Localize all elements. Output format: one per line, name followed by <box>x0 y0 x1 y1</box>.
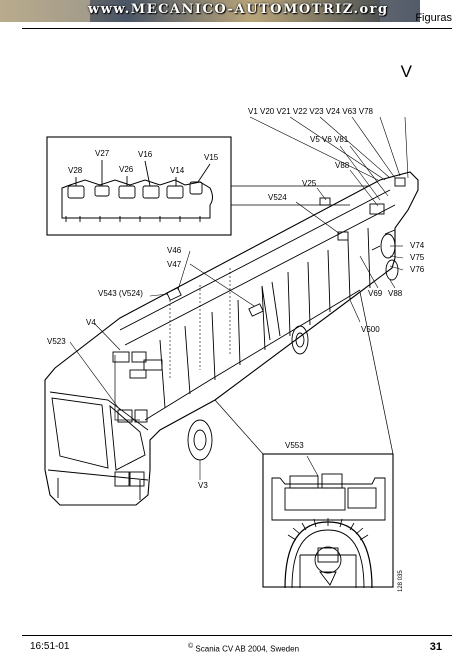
inset-v553 <box>214 291 394 589</box>
leader-lines <box>69 116 409 480</box>
footer-rule <box>22 635 452 636</box>
footer-doc-number: 16:51-01 <box>30 641 70 652</box>
label-v69: V69 <box>368 289 383 298</box>
label-v76: V76 <box>410 265 425 274</box>
banner-background <box>0 0 420 22</box>
page-number: 31 <box>429 641 442 653</box>
label-v74: V74 <box>410 241 425 250</box>
label-v500: V500 <box>361 325 380 334</box>
label-v47: V47 <box>167 260 182 269</box>
label-v46: V46 <box>167 246 182 255</box>
footer-copyright: © Scania CV AB 2004, Sweden <box>188 643 299 654</box>
banner-url[interactable]: www.MECANICO-AUTOMOTRIZ.org <box>88 2 389 17</box>
section-title: Figuras <box>415 12 452 24</box>
label-v4: V4 <box>86 318 96 327</box>
label-v543: V543 (V524) <box>98 289 143 298</box>
label-v16: V16 <box>138 150 153 159</box>
label-v553: V553 <box>285 441 304 450</box>
copyright-text: Scania CV AB 2004, Sweden <box>195 644 300 654</box>
label-top-row: V1 V20 V21 V22 V23 V24 V63 V78 <box>248 107 374 116</box>
figure-code: 128 035 <box>398 570 404 592</box>
inset-detail <box>46 136 370 236</box>
header-rule <box>22 28 452 29</box>
label-v523: V523 <box>47 337 66 346</box>
bus-body <box>44 171 419 506</box>
label-v3: V3 <box>198 481 208 490</box>
label-v75: V75 <box>410 253 425 262</box>
chapter-letter: V <box>400 62 412 81</box>
label-v28: V28 <box>68 166 83 175</box>
label-v15: V15 <box>204 153 219 162</box>
label-v88-bottom: V88 <box>388 289 403 298</box>
label-v27: V27 <box>95 149 110 158</box>
label-v26: V26 <box>119 165 134 174</box>
label-v5: V5 V6 V81 <box>310 135 349 144</box>
copyright-symbol: © <box>188 643 194 650</box>
site-banner: www.MECANICO-AUTOMOTRIZ.org <box>0 0 420 22</box>
label-v14: V14 <box>170 166 185 175</box>
label-v88-top: V88 <box>335 161 350 170</box>
label-v25: V25 <box>302 179 317 188</box>
label-v524: V524 <box>268 193 287 202</box>
component-labels: V1 V20 V21 V22 V23 V24 V63 V78 V5 V6 V81… <box>47 107 425 490</box>
